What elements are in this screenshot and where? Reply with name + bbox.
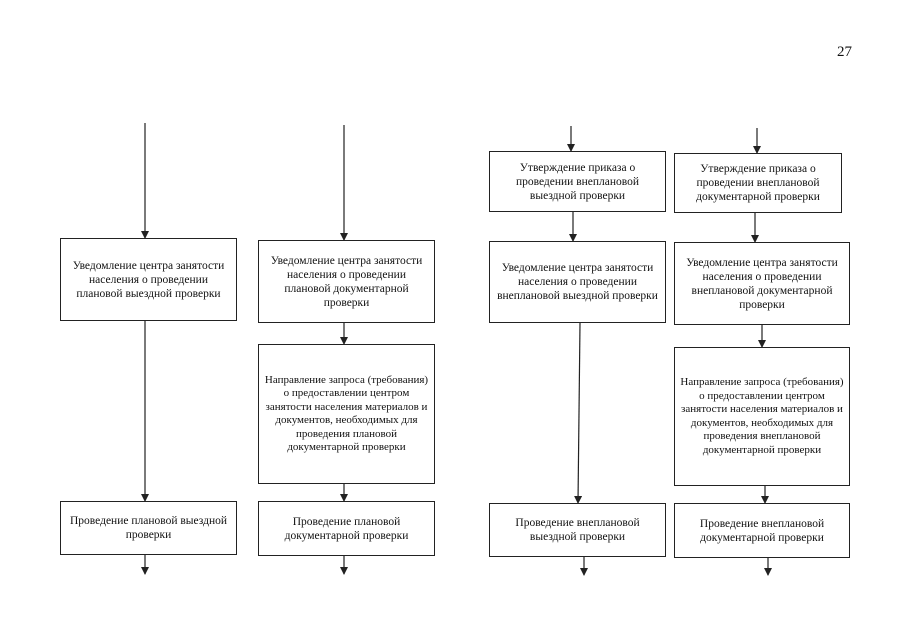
page-number: 27 — [837, 44, 852, 60]
planned-doc-notify-box: Уведомление центра занятости населения о… — [258, 240, 435, 323]
unplanned-field-conduct-text: Проведение внеплановой выездной проверки — [515, 517, 640, 543]
unplanned-field-order-text: Утверждение приказа о проведении внеплан… — [515, 161, 640, 202]
unplanned-doc-request-box: Направление запроса (требования) о предо… — [674, 347, 850, 486]
planned-doc-notify-text: Уведомление центра занятости населения о… — [270, 254, 423, 309]
planned-field-conduct-box: Проведение плановой выездной проверки — [60, 501, 237, 555]
unplanned-field-notify-text: Уведомление центра занятости населения о… — [497, 262, 658, 302]
unplanned-doc-order-box: Утверждение приказа о проведении внеплан… — [674, 153, 842, 213]
unplanned-doc-request-text: Направление запроса (требования) о предо… — [680, 376, 844, 456]
unplanned-doc-notify-box: Уведомление центра занятости населения о… — [674, 242, 850, 325]
unplanned-field-conduct-box: Проведение внеплановой выездной проверки — [489, 503, 666, 557]
unplanned-field-notify-box: Уведомление центра занятости населения о… — [489, 241, 666, 323]
arrow-c3-notify-to-conduct — [574, 322, 583, 504]
unplanned-doc-notify-text: Уведомление центра занятости населения о… — [686, 256, 838, 311]
planned-field-notify-text: Уведомление центра занятости населения о… — [72, 259, 225, 300]
planned-field-notify-box: Уведомление центра занятости населения о… — [60, 238, 237, 321]
unplanned-field-order-box: Утверждение приказа о проведении внеплан… — [489, 151, 666, 212]
unplanned-doc-conduct-text: Проведение внеплановой документарной про… — [699, 517, 825, 544]
unplanned-doc-order-text: Утверждение приказа о проведении внеплан… — [696, 163, 820, 203]
planned-doc-conduct-text: Проведение плановой документарной провер… — [284, 515, 409, 542]
planned-doc-request-text: Направление запроса (требования) о предо… — [264, 373, 429, 454]
planned-doc-request-box: Направление запроса (требования) о предо… — [258, 344, 435, 484]
planned-field-conduct-text: Проведение плановой выездной проверки — [69, 515, 228, 541]
planned-doc-conduct-box: Проведение плановой документарной провер… — [258, 501, 435, 556]
unplanned-doc-conduct-box: Проведение внеплановой документарной про… — [674, 503, 850, 558]
